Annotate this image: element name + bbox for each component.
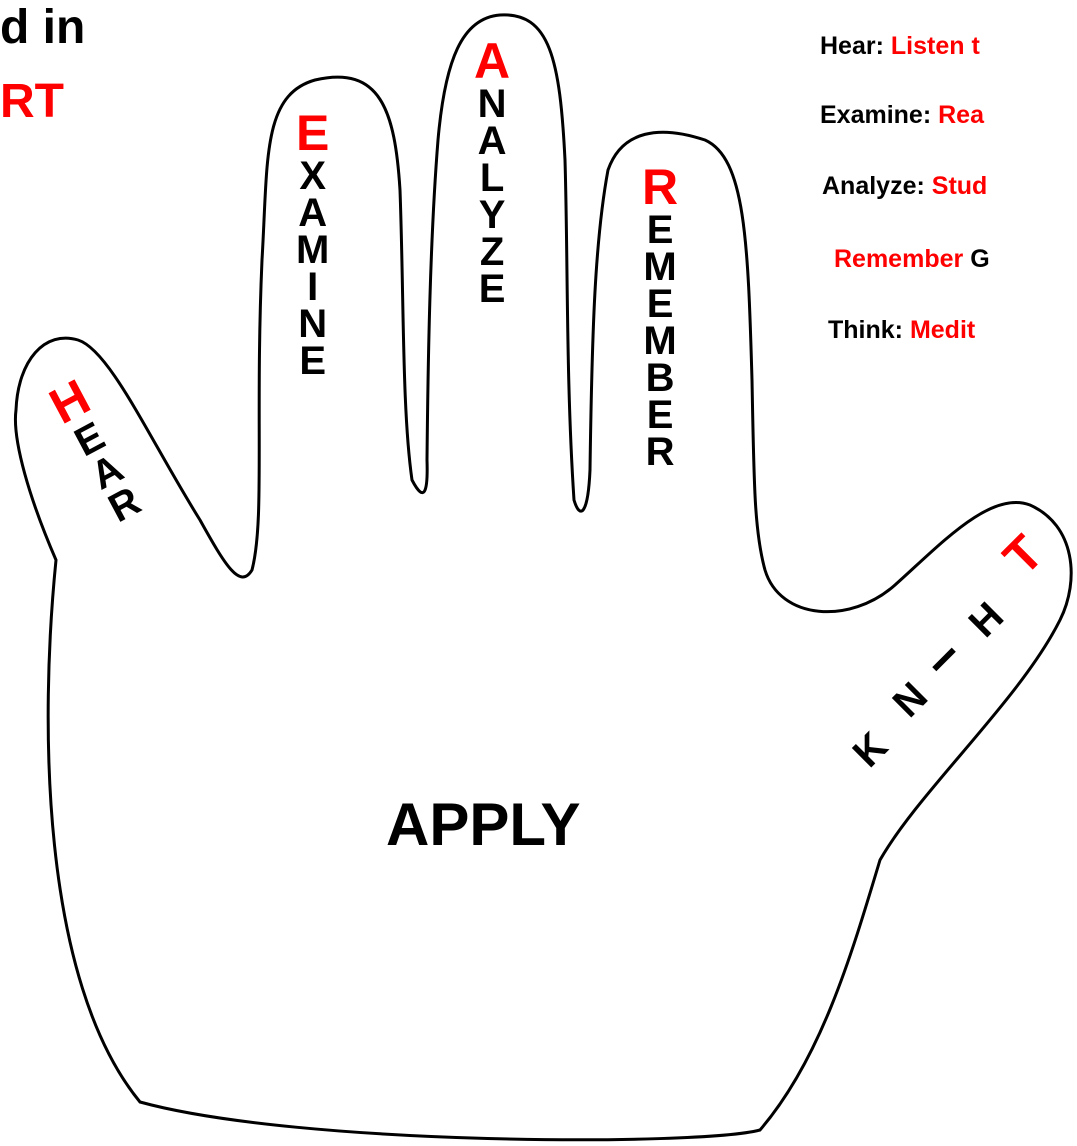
letter-examine-2: X	[299, 158, 326, 195]
letter-analyze-7: E	[479, 271, 506, 308]
legend-desc: Rea	[938, 101, 984, 129]
palm-label-apply: APPLY	[386, 795, 581, 855]
legend-desc: G	[970, 245, 989, 273]
legend-desc: Medit	[910, 316, 975, 344]
legend-desc: Stud	[932, 172, 988, 200]
letter-analyze-5: Y	[479, 197, 506, 234]
finger-remember: R E M E M B E R	[642, 162, 678, 471]
letter-remember-7: E	[647, 397, 674, 434]
legend-item-think: Think: Medit	[828, 316, 975, 345]
letter-examine-first: E	[296, 108, 329, 158]
letter-remember-5: M	[643, 323, 676, 360]
legend-term: Hear:	[820, 32, 884, 60]
letter-remember-4: E	[647, 286, 674, 323]
letter-analyze-6: Z	[480, 234, 504, 271]
legend-item-remember: Remember G	[834, 245, 990, 274]
letter-analyze-3: A	[478, 123, 507, 160]
letter-analyze-2: N	[478, 86, 507, 123]
letter-examine-3: A	[298, 195, 327, 232]
letter-remember-first: R	[642, 162, 678, 212]
letter-analyze-first: A	[474, 36, 510, 86]
legend-term: Analyze:	[822, 172, 925, 200]
letter-examine-4: M	[296, 232, 329, 269]
letter-remember-8: R	[646, 434, 675, 471]
letter-examine-7: E	[299, 343, 326, 380]
letter-examine-5: I	[307, 269, 318, 306]
legend-item-examine: Examine: Rea	[820, 101, 984, 130]
legend-item-analyze: Analyze: Stud	[822, 172, 987, 201]
legend-term: Examine:	[820, 101, 931, 129]
letter-remember-2: E	[647, 212, 674, 249]
legend-item-hear: Hear: Listen t	[820, 32, 980, 61]
finger-analyze: A N A L Y Z E	[474, 36, 510, 308]
legend-term: Remember	[834, 245, 963, 273]
legend-term: Think:	[828, 316, 903, 344]
letter-analyze-4: L	[480, 160, 504, 197]
letter-remember-6: B	[646, 360, 675, 397]
letter-remember-3: M	[643, 249, 676, 286]
legend-desc: Listen t	[891, 32, 980, 60]
finger-examine: E X A M I N E	[296, 108, 329, 380]
letter-examine-6: N	[298, 306, 327, 343]
